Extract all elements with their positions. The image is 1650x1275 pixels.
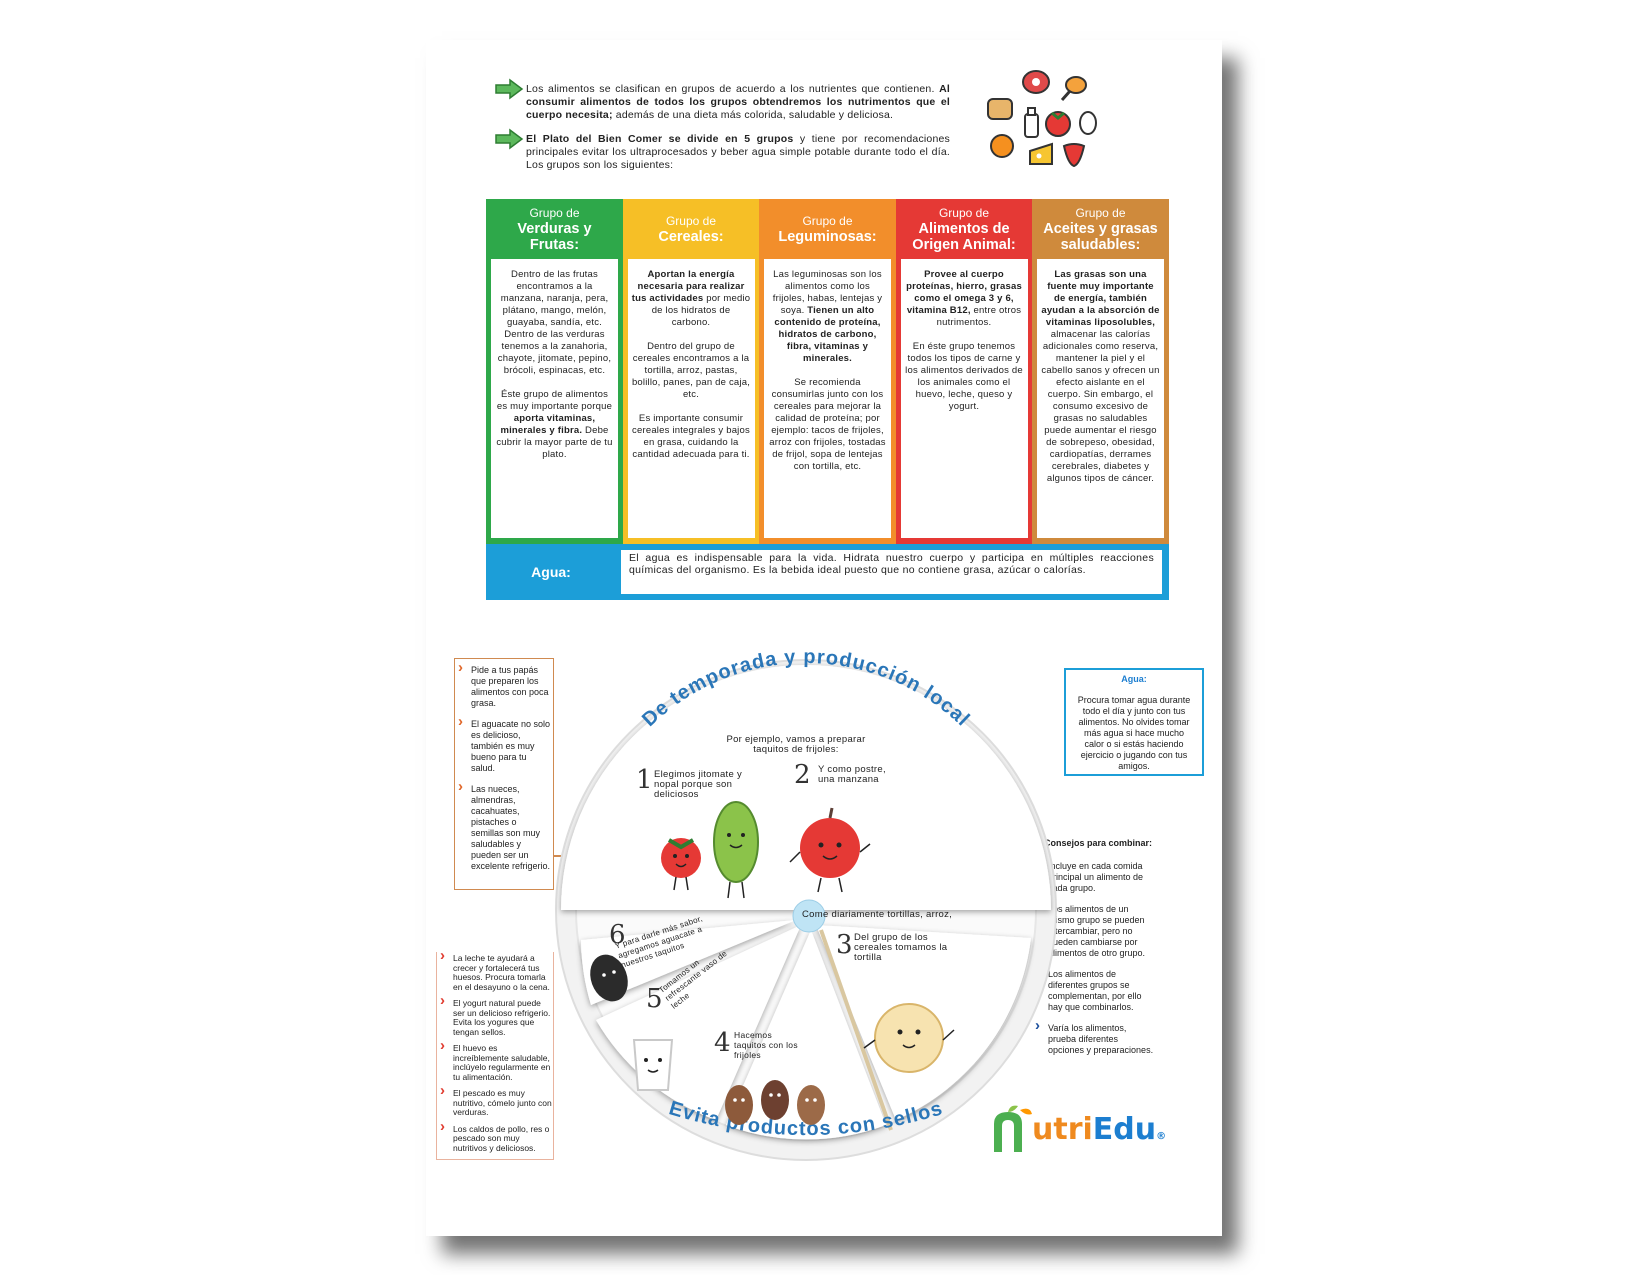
tomato-character xyxy=(661,838,701,891)
agua-tip-text: Procura tomar agua durante todo el día y… xyxy=(1077,695,1191,771)
poster-sheet: Los alimentos se clasifican en grupos de… xyxy=(426,40,1222,1236)
group-body: Dentro de las frutas encontramos a la ma… xyxy=(491,259,618,538)
segment-aguacate xyxy=(581,920,796,1005)
water-row: Agua: El agua es indispensable para la v… xyxy=(486,544,1169,600)
plate-intro: Por ejemplo, vamos a preparar taquitos d… xyxy=(726,734,866,755)
step-4-text: Hacemos taquitos con los frijoles xyxy=(734,1030,798,1060)
consejos-title: Consejos para combinar: xyxy=(1044,838,1153,848)
step-number: 2 xyxy=(794,760,811,790)
group-body: Provee al cuerpo proteínas, hierro, gras… xyxy=(900,259,1028,538)
plate-center-water xyxy=(792,899,826,933)
tip-item: Pide a tus papás que preparen los alimen… xyxy=(455,662,551,709)
group-body: Las leguminosas son los alimentos como l… xyxy=(764,259,891,538)
consejos-list: Consejos para combinar: Incluye en cada … xyxy=(1032,838,1156,1066)
chicken-leg-icon xyxy=(1060,76,1087,101)
avocado-character xyxy=(590,954,628,1002)
plate-peek-text: Come diariamente tortillas, arroz, xyxy=(802,909,953,920)
consejo-item: Varía los alimentos, prueba diferentes o… xyxy=(1032,1020,1156,1056)
bottom-left-tips-box: La leche te ayudará a crecer y fortalece… xyxy=(436,951,554,1160)
nopal-character xyxy=(713,801,759,899)
green-arrow-icon xyxy=(495,78,524,100)
step-number: 4 xyxy=(714,1028,731,1058)
food-icons-illustration xyxy=(987,70,1097,168)
step-3-text: Del grupo de los cereales tomamos la tor… xyxy=(854,932,948,963)
logo-wordmark: utriEdu® xyxy=(1032,1112,1167,1147)
meat-icon xyxy=(1022,70,1050,94)
left-tips-box: Pide a tus papás que preparen los alimen… xyxy=(454,658,554,890)
orange-icon xyxy=(990,134,1014,158)
intro-paragraph-2: El Plato del Bien Comer se divide en 5 g… xyxy=(526,133,950,171)
tip-item: El huevo es increíblemente saludable, in… xyxy=(437,1041,553,1082)
step-number: 1 xyxy=(636,765,653,795)
tomato-icon xyxy=(1045,111,1071,137)
step-1-text: Elegimos jitomate y nopal porque son del… xyxy=(654,769,743,800)
wheel-pin xyxy=(819,929,893,1131)
step-2-text: Y como postre, una manzana xyxy=(818,764,886,785)
tip-item: Los caldos de pollo, res o pescado son m… xyxy=(437,1122,553,1154)
water-text: El agua es indispensable para la vida. H… xyxy=(621,550,1162,594)
agua-tip-title: Agua: xyxy=(1121,674,1147,684)
green-arrow-icon xyxy=(495,128,524,150)
group-body: Las grasas son una fuente muy importante… xyxy=(1037,259,1164,538)
step-number: 3 xyxy=(836,930,853,960)
tip-item: El yogurt natural puede ser un delicioso… xyxy=(437,996,553,1037)
egg-icon xyxy=(1079,111,1097,135)
bread-icon xyxy=(987,98,1013,120)
agua-tip-box: Agua: Procura tomar agua durante todo el… xyxy=(1064,668,1204,776)
group-body: Aportan la energía necesaria para realiz… xyxy=(627,259,755,538)
beans-characters xyxy=(725,1080,825,1125)
apple-n-logo-icon xyxy=(994,1105,1032,1152)
tip-item: El aguacate no solo es delicioso, tambié… xyxy=(455,716,551,774)
tip-item: La leche te ayudará a crecer y fortalece… xyxy=(437,951,553,992)
step-number: 5 xyxy=(646,984,663,1014)
milk-bottle-icon xyxy=(1024,107,1039,138)
strawberry-icon xyxy=(1062,143,1086,168)
tortilla-character xyxy=(863,1003,955,1073)
plate-wheel: De temporada y producción local Evita pr… xyxy=(555,646,1057,1161)
tip-item: El pescado es muy nutritivo, cómelo junt… xyxy=(437,1086,553,1118)
tip-item: Las nueces, almendras, cacahuates, pista… xyxy=(455,781,551,872)
milk-glass-character xyxy=(632,1039,674,1091)
apple-character xyxy=(789,807,871,893)
cheese-icon xyxy=(1029,142,1053,165)
intro-paragraph-1: Los alimentos se clasifican en grupos de… xyxy=(526,83,950,121)
nutriedu-logo: utriEdu® xyxy=(986,1102,1166,1162)
step-number: 6 xyxy=(609,920,626,950)
water-label: Agua: xyxy=(531,564,571,580)
